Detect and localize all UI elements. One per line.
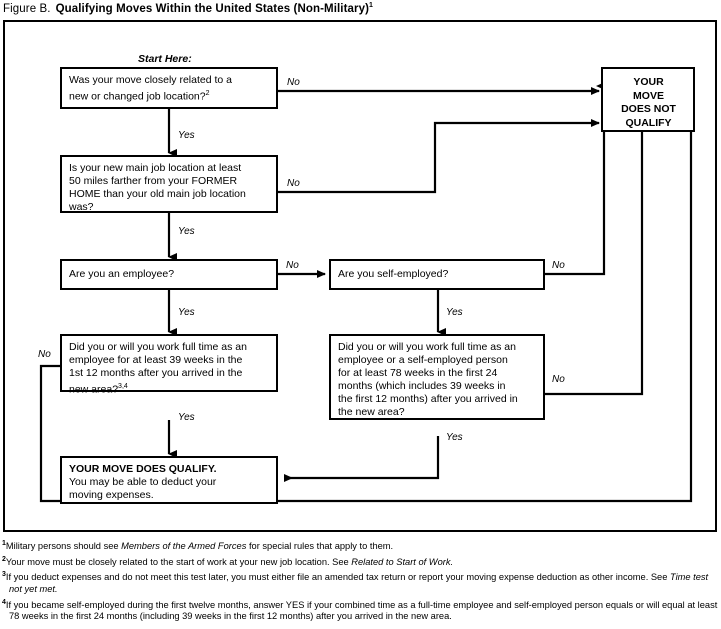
node-q1-line2: new or changed job location? — [69, 90, 206, 103]
node-q1-superscript: 2 — [205, 90, 210, 97]
edge-label-q2-no: No — [287, 178, 300, 189]
figure-label: Figure B. — [3, 2, 51, 15]
node-q3-employee-question[interactable]: Are you an employee? — [60, 259, 278, 290]
node-q2-line1: Is your new main job location at least — [69, 162, 242, 174]
footnotes-section: 1Military persons should see Members of … — [2, 538, 721, 624]
edge-label-q6-yes: Yes — [446, 432, 463, 443]
figure-title: Figure B. Qualifying Moves Within the Uni… — [3, 2, 373, 15]
node-not-qualify-line1: YOUR — [633, 76, 664, 88]
node-q6-line3: for at least 78 weeks in the first 24 — [338, 367, 498, 379]
node-q2-line4: was? — [69, 201, 94, 213]
flowchart-frame: Start Here: Was your move closely relate… — [3, 20, 717, 532]
footnote-text: If you became self-employed during the f… — [5, 599, 718, 622]
node-q5-line2: employee for at least 39 weeks in the — [69, 354, 243, 366]
flowchart-connectors — [39, 82, 693, 503]
footnote-text: If you deduct expenses and do not meet t… — [5, 572, 670, 583]
node-q1-line1: Was your move closely related to a — [69, 74, 233, 86]
footnote-italic-text: Time test not yet met. — [9, 572, 709, 595]
node-q6-line5: the first 12 months) after you arrived i… — [338, 393, 518, 405]
footnote-italic-text: Members of the Armed Forces — [121, 541, 247, 552]
footnote-text: for special rules that apply to them. — [246, 541, 394, 552]
footnote-marker: 1 — [2, 540, 6, 547]
node-qualify-headline: YOUR MOVE DOES QUALIFY. — [69, 463, 217, 475]
node-q2-line2: 50 miles farther from your FORMER — [69, 175, 238, 187]
node-not-qualify-line3: DOES NOT — [621, 103, 676, 115]
footnote-1: 1Military persons should see Members of … — [2, 538, 721, 553]
edge-q6-no — [544, 82, 644, 396]
node-q6-78-weeks-question[interactable]: Did you or will you work full time as an… — [329, 334, 545, 420]
node-qualify-line2: moving expenses. — [69, 489, 154, 501]
edge-q6-yes — [284, 436, 440, 482]
edge-label-q5-no: No — [38, 349, 51, 360]
footnote-4: 4If you became self-employed during the … — [2, 597, 721, 623]
footnote-marker: 4 — [2, 598, 6, 606]
node-q5-line3: 1st 12 months after you arrived in the — [69, 367, 243, 379]
node-move-does-not-qualify[interactable]: YOUR MOVE DOES NOT QUALIFY — [601, 67, 695, 132]
node-q5-superscript: 3,4 — [118, 383, 128, 390]
footnote-text: Your move must be closely related to the… — [5, 556, 352, 567]
figure-name: Qualifying Moves Within the United State… — [55, 2, 370, 15]
node-q2-distance-question[interactable]: Is your new main job location at least 5… — [60, 155, 278, 213]
edge-q5-no — [39, 82, 693, 503]
node-q2-line3: HOME than your old main job location — [69, 188, 246, 200]
node-not-qualify-line2: MOVE — [633, 89, 664, 102]
figure-title-superscript: 1 — [369, 2, 374, 9]
node-q6-line1: Did you or will you work full time as an — [338, 341, 516, 353]
node-q1-job-location-question[interactable]: Was your move closely related to a new o… — [60, 67, 278, 109]
node-move-does-qualify[interactable]: YOUR MOVE DOES QUALIFY. You may be able … — [60, 456, 278, 504]
node-q6-line6: the new area? — [338, 406, 405, 418]
edge-label-q4-yes: Yes — [446, 307, 463, 318]
node-q6-line2: employee or a self-employed person — [338, 354, 508, 366]
node-q5-line4: new area? — [69, 383, 119, 396]
footnote-marker: 2 — [2, 555, 6, 563]
edge-label-q3-no: No — [286, 260, 299, 271]
edge-label-q4-no: No — [552, 260, 565, 271]
node-not-qualify-line4: QUALIFY — [625, 116, 672, 129]
node-q4-text: Are you self-employed? — [338, 268, 449, 280]
footnote-italic-text: Related to Start of Work. — [351, 556, 454, 567]
start-here-label: Start Here: — [138, 53, 192, 65]
node-q6-line4: months (which includes 39 weeks in — [338, 380, 506, 392]
node-q3-text: Are you an employee? — [69, 268, 175, 280]
edge-label-q3-yes: Yes — [178, 307, 195, 318]
node-q5-39-weeks-question[interactable]: Did you or will you work full time as an… — [60, 334, 278, 396]
edge-label-q2-yes: Yes — [178, 226, 195, 237]
footnote-3: 3If you deduct expenses and do not meet … — [2, 569, 721, 595]
edge-q4-no — [544, 82, 606, 276]
edge-label-q6-no: No — [552, 374, 565, 385]
footnote-marker: 3 — [2, 571, 6, 579]
edge-label-q1-yes: Yes — [178, 130, 195, 141]
footnote-text: Military persons should see — [5, 541, 122, 552]
footnote-2: 2Your move must be closely related to th… — [2, 554, 721, 569]
edge-label-q1-no: No — [287, 77, 300, 88]
node-q4-self-employed-question[interactable]: Are you self-employed? — [329, 259, 545, 290]
node-q5-line1: Did you or will you work full time as an — [69, 341, 247, 353]
node-qualify-line1: You may be able to deduct your — [69, 476, 217, 488]
edge-label-q5-yes: Yes — [178, 412, 195, 423]
edge-q2-no — [277, 119, 600, 194]
